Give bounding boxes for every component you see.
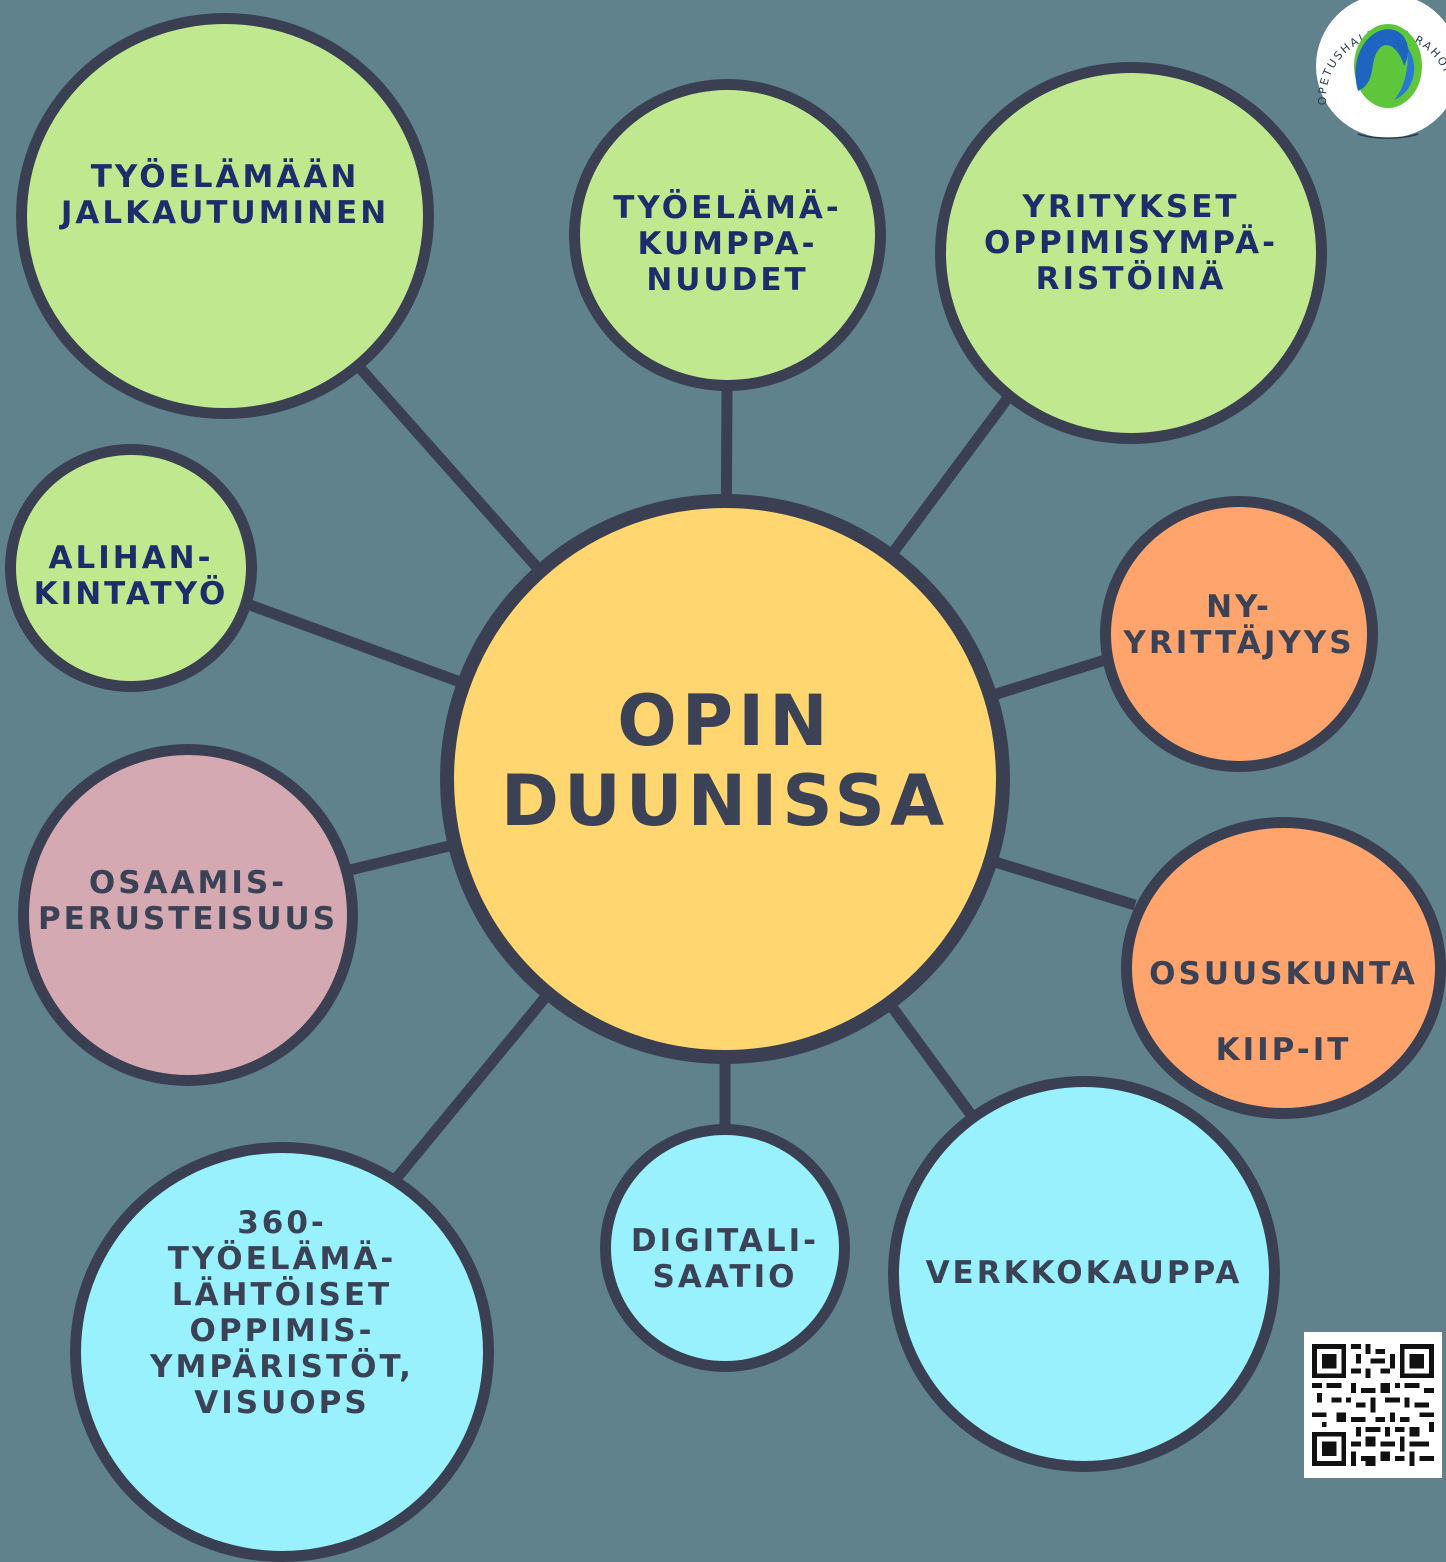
node-digitalisaatio: DIGITALI-SAATIO (600, 1124, 850, 1372)
node-ny-yrittajyys: NY-YRITTÄJYYS (1100, 496, 1378, 772)
node-label: NY-YRITTÄJYYS (1123, 589, 1355, 661)
node-label: VERKKOKAUPPA (925, 1255, 1243, 1291)
node-verkkokauppa: VERKKOKAUPPA (888, 1076, 1280, 1472)
qr-code-icon (1304, 1332, 1442, 1478)
node-label: TYÖELÄMÄ-KUMPPA-NUUDET (613, 190, 842, 298)
node-alihankintatyo: ALIHAN-KINTATYÖ (5, 444, 257, 692)
node-osaamisperusteisuus: OSAAMIS-PERUSTEISUUS (18, 744, 358, 1086)
node-tyoelamakumppanuudet: TYÖELÄMÄ-KUMPPA-NUUDET (569, 79, 886, 391)
node-label: ALIHAN-KINTATYÖ (33, 540, 229, 612)
opetushallitus-logo-icon: OPETUSHALLITUS RAHOITTAA HANKETTA (1303, 0, 1446, 146)
node-label: DIGITALI-SAATIO (630, 1223, 820, 1295)
node-label: OSAAMIS-PERUSTEISUUS (37, 865, 339, 937)
